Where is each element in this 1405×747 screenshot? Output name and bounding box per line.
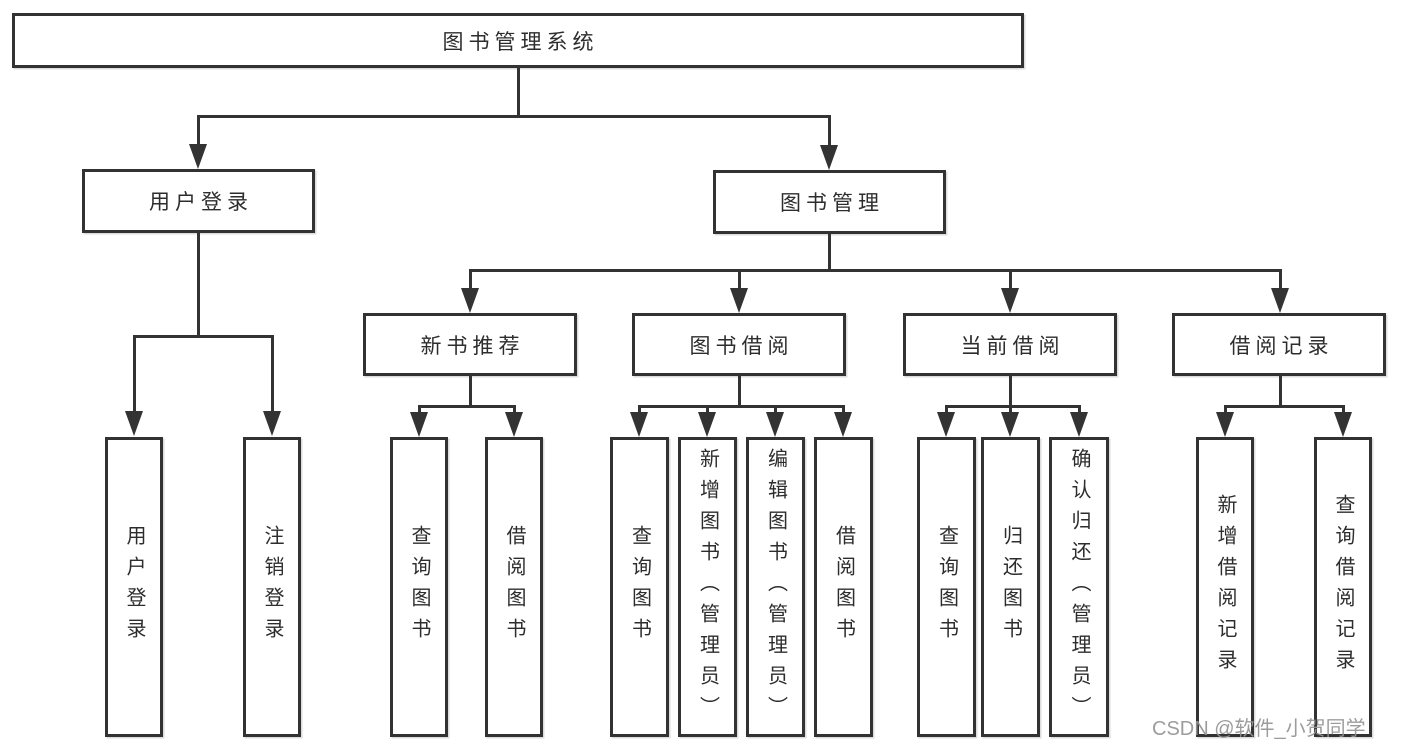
connector-root-span	[197, 115, 831, 118]
connector-leaf-line	[1342, 405, 1345, 414]
connector-to-leaf-logout	[271, 335, 274, 413]
node-current-borrow-label: 当前借阅	[960, 334, 1065, 358]
connector-root-to-user-login	[197, 115, 200, 147]
node-user-login-label: 用户登录	[149, 191, 253, 214]
connector-leaf-line	[418, 405, 421, 414]
leaf-add-books-admin: 新增图书（管理员）	[678, 437, 737, 737]
arrowhead-borrow-records	[1271, 288, 1289, 313]
connector-level3-span	[469, 269, 1282, 272]
connector-borrow-records-span	[1224, 405, 1344, 408]
arrowhead-user-login	[189, 144, 207, 169]
node-new-book-recommend-label: 新书推荐	[420, 334, 525, 358]
node-user-login: 用户登录	[82, 169, 315, 233]
arrowhead-leaf	[766, 412, 784, 437]
leaf-edit-books-admin-label: 编辑图书（管理员）	[764, 447, 787, 727]
connector-leaf-line	[1009, 405, 1012, 414]
arrowhead-leaf	[1216, 412, 1234, 437]
node-new-book-recommend: 新书推荐	[363, 313, 577, 376]
connector-leaf-line	[513, 405, 516, 414]
connector-user-login-span	[133, 335, 274, 338]
node-book-management: 图书管理	[713, 170, 946, 234]
node-book-borrow: 图书借阅	[632, 313, 846, 376]
leaf-confirm-return-admin: 确认归还（管理员）	[1049, 437, 1109, 737]
arrowhead-current-borrow	[1001, 288, 1019, 313]
node-current-borrow: 当前借阅	[903, 313, 1117, 376]
node-book-management-label: 图书管理	[780, 192, 884, 215]
arrowhead-leaf-login	[125, 411, 143, 436]
leaf-return-books: 归还图书	[981, 437, 1040, 737]
arrowhead-leaf	[1334, 412, 1352, 437]
arrowhead-leaf	[937, 412, 955, 437]
arrowhead-leaf	[1070, 412, 1088, 437]
leaf-return-books-label: 归还图书	[999, 525, 1022, 649]
connector-book-borrow-drop	[738, 376, 741, 407]
arrowhead-leaf	[1001, 412, 1019, 437]
leaf-borrow-books-recommend: 借阅图书	[485, 437, 543, 737]
leaf-query-books-recommend: 查询图书	[390, 437, 448, 737]
leaf-query-books-recommend-label: 查询图书	[408, 525, 430, 649]
leaf-confirm-return-admin-label: 确认归还（管理员）	[1068, 447, 1090, 727]
arrowhead-leaf-logout	[263, 411, 281, 436]
leaf-query-books-current-label: 查询图书	[935, 525, 958, 649]
connector-to-current-borrow	[1009, 269, 1012, 291]
connector-to-leaf-login	[133, 335, 136, 413]
connector-new-book-span	[418, 405, 515, 408]
connector-leaf-line	[774, 405, 777, 414]
leaf-edit-books-admin: 编辑图书（管理员）	[746, 437, 805, 737]
arrowhead-new-book	[461, 288, 479, 313]
leaf-query-books-current: 查询图书	[917, 437, 976, 737]
connector-leaf-line	[706, 405, 709, 414]
connector-book-borrow-span	[638, 405, 844, 408]
arrowhead-book-management	[820, 145, 838, 170]
leaf-query-books-borrow: 查询图书	[610, 437, 669, 737]
connector-user-login-drop	[197, 233, 200, 337]
leaf-borrow-books: 借阅图书	[814, 437, 873, 737]
connector-to-borrow-records	[1279, 269, 1282, 291]
csdn-watermark: CSDN @软件_小贺同学	[1152, 718, 1366, 740]
leaf-logout: 注销登录	[243, 437, 301, 737]
connector-borrow-records-drop	[1279, 376, 1282, 407]
arrowhead-book-borrow	[730, 288, 748, 313]
leaf-add-borrow-record: 新增借阅记录	[1196, 437, 1254, 737]
connector-book-management-drop	[828, 234, 831, 271]
connector-current-borrow-drop	[1009, 376, 1012, 407]
connector-new-book-drop	[469, 376, 472, 407]
connector-leaf-line	[842, 405, 845, 414]
arrowhead-leaf	[410, 412, 428, 437]
leaf-borrow-books-recommend-label: 借阅图书	[503, 525, 525, 649]
connector-leaf-line	[638, 405, 641, 414]
node-root-label: 图书管理系统	[442, 30, 599, 54]
leaf-query-borrow-record-label: 查询借阅记录	[1332, 494, 1354, 680]
connector-root-drop	[517, 66, 520, 117]
leaf-logout-label: 注销登录	[261, 525, 283, 649]
leaf-query-borrow-record: 查询借阅记录	[1314, 437, 1372, 737]
leaf-user-login-label: 用户登录	[123, 525, 145, 649]
leaf-borrow-books-label: 借阅图书	[832, 525, 855, 649]
leaf-add-borrow-record-label: 新增借阅记录	[1214, 494, 1236, 680]
arrowhead-leaf	[505, 412, 523, 437]
arrowhead-leaf	[834, 412, 852, 437]
connector-to-new-book	[469, 269, 472, 291]
node-book-borrow-label: 图书借阅	[689, 334, 794, 358]
connector-current-borrow-span	[945, 405, 1080, 408]
node-borrow-records: 借阅记录	[1172, 313, 1386, 376]
arrowhead-leaf	[630, 412, 648, 437]
leaf-user-login: 用户登录	[105, 437, 163, 737]
leaf-add-books-admin-label: 新增图书（管理员）	[696, 447, 719, 727]
connector-leaf-line	[1078, 405, 1081, 414]
connector-to-book-borrow	[738, 269, 741, 291]
node-root: 图书管理系统	[12, 13, 1024, 68]
connector-leaf-line	[945, 405, 948, 414]
connector-leaf-line	[1224, 405, 1227, 414]
leaf-query-books-borrow-label: 查询图书	[628, 525, 651, 649]
arrowhead-leaf	[698, 412, 716, 437]
node-borrow-records-label: 借阅记录	[1229, 334, 1334, 358]
connector-root-to-book-management	[828, 115, 831, 147]
